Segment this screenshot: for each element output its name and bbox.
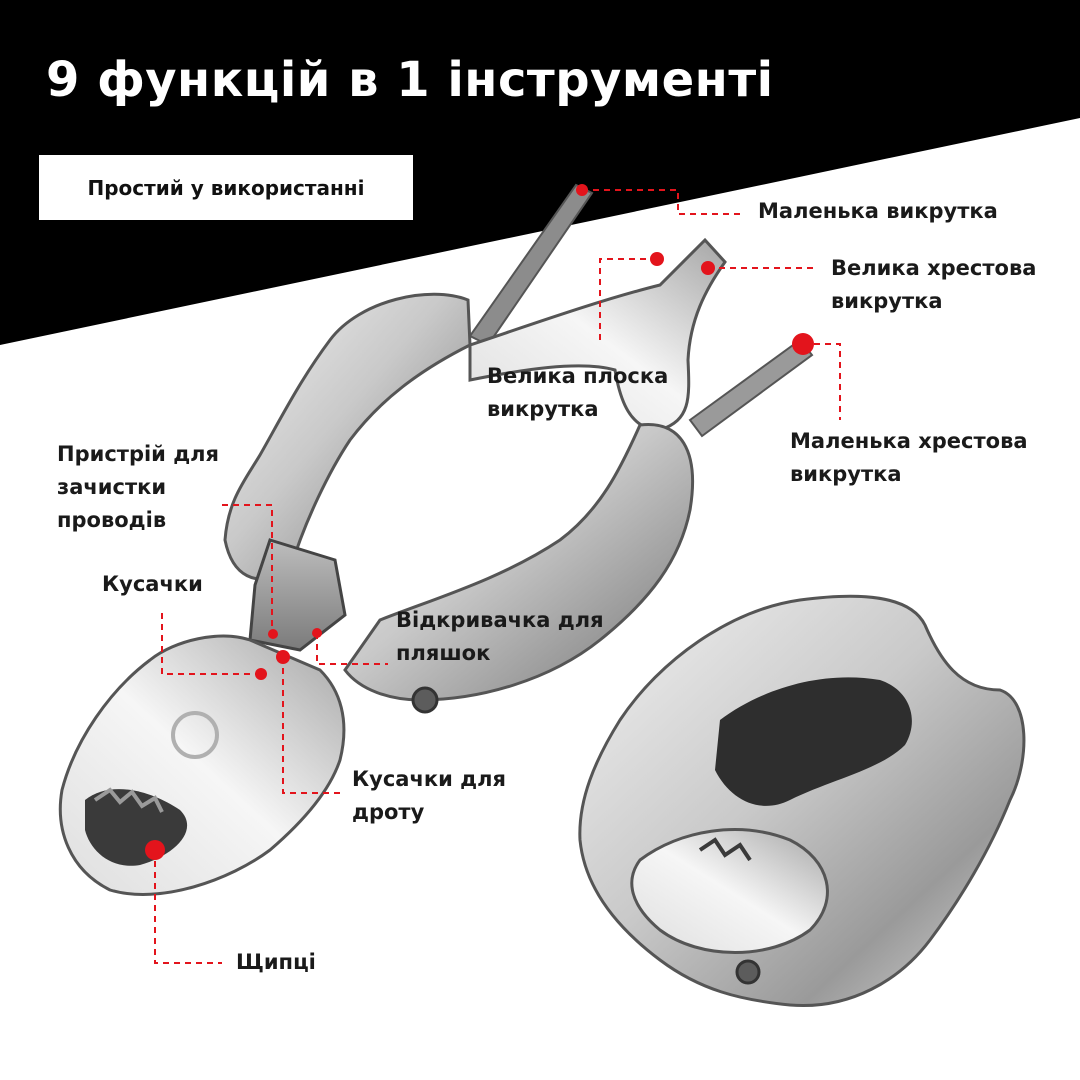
label-pliers: Щипці [236,950,316,974]
label-bottle-opener: Відкривачка для пляшок [396,608,604,665]
multitool-open-image [58,183,814,896]
ease-of-use-badge: Простий у використанні [39,155,413,220]
label-small-screwdriver: Маленька викрутка [758,199,998,223]
label-large-phillips-screwdriver: Велика хрестова викрутка [831,256,1037,313]
label-nippers: Кусачки [102,572,203,596]
label-small-phillips-screwdriver: Маленька хрестова викрутка [790,429,1028,486]
header-background [0,0,1080,345]
label-wire-stripper: Пристрій для зачистки проводів [57,442,220,532]
callout-markers [145,184,814,860]
callout-lines [154,189,841,964]
label-large-flat-screwdriver: Велика плоска викрутка [487,364,669,421]
multitool-folded-image [578,594,1026,1008]
label-wire-cutters: Кусачки для дроту [352,767,506,824]
page-title: 9 функцій в 1 інструменті [46,52,774,108]
